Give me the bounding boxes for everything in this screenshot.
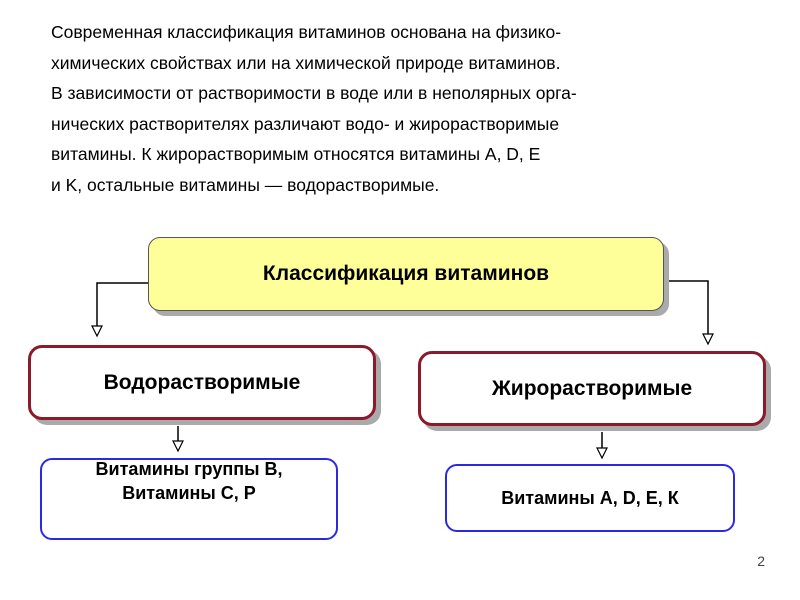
water-soluble-label: Водорастворимые	[103, 370, 301, 394]
water-soluble-node: Водорастворимые	[28, 345, 376, 420]
water-soluble-examples-node: Витамины группы B, Витамины С, Р	[40, 458, 338, 540]
fat-soluble-node: Жирорастворимые	[418, 351, 766, 426]
intro-line: В зависимости от растворимости в воде ил…	[51, 83, 577, 103]
arrowhead-icon	[702, 333, 714, 346]
intro-text: Современная классификация витаминов осно…	[51, 17, 771, 200]
root-node-label: Классификация витаминов	[262, 262, 550, 285]
intro-line: и K, остальные витамины — водорастворимы…	[51, 174, 440, 195]
fat-soluble-label: Жирорастворимые	[491, 376, 693, 400]
arrowheads	[91, 325, 714, 460]
fat-soluble-examples-node: Витамины A, D, E, К	[445, 464, 735, 532]
connector-lines	[96, 280, 709, 448]
fat-soluble-examples-label: Витамины A, D, E, К	[501, 488, 679, 508]
page-number: 2	[757, 553, 765, 569]
connector-root-to-water	[96, 282, 148, 326]
arrowhead-icon	[91, 325, 103, 338]
intro-line: витамины. К жирорастворимым относятся ви…	[51, 144, 541, 164]
root-node: Классификация витаминов	[148, 237, 664, 311]
arrowhead-icon	[596, 447, 608, 460]
intro-line: Современная классификация витаминов осно…	[51, 22, 562, 42]
water-soluble-examples-label: Витамины группы B, Витамины С, Р	[95, 459, 283, 503]
intro-line: нических растворителях различают водо- и…	[51, 113, 560, 134]
connector-root-to-fat	[664, 280, 709, 334]
arrowhead-icon	[172, 440, 184, 453]
intro-line: химических свойствах или на химической п…	[51, 52, 561, 73]
